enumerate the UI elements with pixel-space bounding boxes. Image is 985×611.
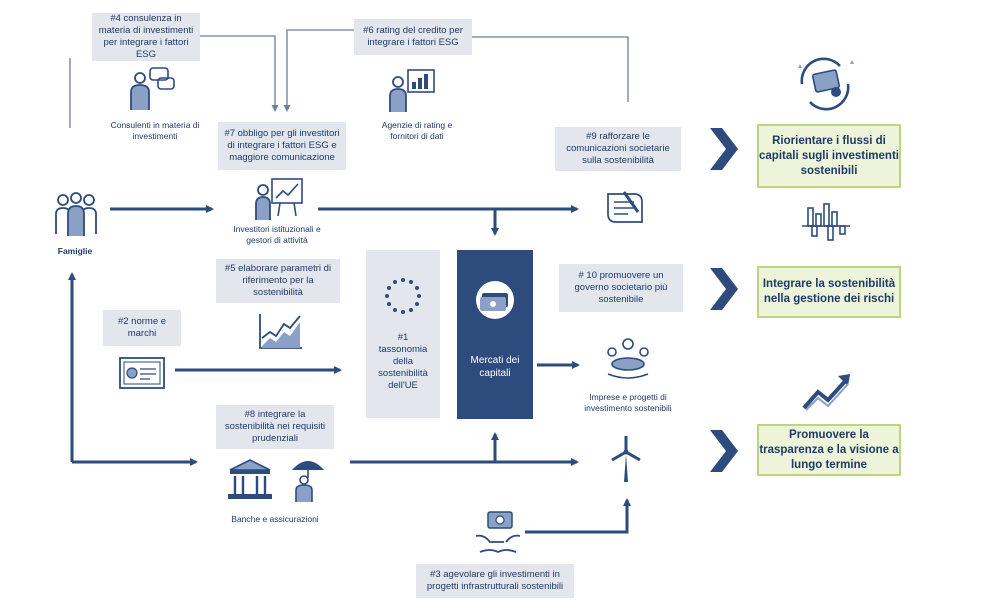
infrastructure-funding-icon bbox=[475, 511, 521, 554]
insurance-umbrella-icon bbox=[292, 461, 324, 502]
goal-promuovere: Promuovere la trasparenza e la visione a… bbox=[757, 424, 901, 476]
box-5-parametri: #5 elaborare parametri di riferimento pe… bbox=[216, 259, 340, 303]
caption-agenzie: Agenzie di rating e fornitori di dati bbox=[381, 120, 453, 141]
chevron-icon bbox=[710, 268, 738, 310]
investors-presentation-icon bbox=[255, 178, 303, 220]
goal-riorientare: Riorientare i flussi di capitali sugli i… bbox=[757, 124, 901, 188]
meeting-table-icon bbox=[607, 338, 649, 379]
box-9-comunicazioni: #9 rafforzare le comunicazioni societari… bbox=[555, 127, 681, 171]
document-signing-icon bbox=[607, 191, 643, 223]
box-2-norme: #2 norme e marchi bbox=[103, 310, 181, 346]
rating-agency-icon bbox=[389, 69, 435, 112]
caption-banche: Banche e assicurazioni bbox=[231, 514, 319, 524]
trend-up-icon bbox=[802, 374, 850, 411]
consultants-icon bbox=[130, 67, 175, 110]
box-6-rating: #6 rating del credito per integrare i fa… bbox=[354, 19, 472, 55]
caption-investitori: Investitori istituzionali e gestori di a… bbox=[233, 224, 321, 245]
chevron-icon bbox=[710, 430, 738, 472]
certificate-icon bbox=[119, 357, 165, 389]
wind-turbine-icon bbox=[611, 436, 641, 482]
bar-chart-icon bbox=[802, 203, 850, 241]
box-10-governo: # 10 promuovere un governo societario pi… bbox=[559, 264, 683, 312]
caption-famiglie: Famiglie bbox=[57, 246, 93, 256]
caption-consulenti: Consulenti in materia di investimenti bbox=[110, 120, 200, 141]
box-3-infrastrutture: #3 agevolare gli investimenti in progett… bbox=[416, 564, 574, 598]
goal-integrare: Integrare la sostenibilità nella gestion… bbox=[757, 266, 901, 318]
capital-markets-block: Mercati dei capitali bbox=[457, 250, 533, 419]
caption-imprese: Imprese e progetti di investimento soste… bbox=[584, 392, 672, 413]
chevron-icon bbox=[710, 128, 738, 170]
families-icon bbox=[55, 192, 97, 236]
box-1-label: #1 tassonomia della sostenibilità dell'U… bbox=[378, 332, 428, 391]
bank-building-icon bbox=[228, 459, 272, 499]
eu-stars-icon bbox=[385, 278, 421, 314]
benchmark-chart-icon bbox=[259, 314, 302, 349]
box-4-consulenza: #4 consulenza in materia di investimenti… bbox=[92, 13, 200, 61]
box-7-obbligo: #7 obbligo per gli investitori di integr… bbox=[218, 122, 346, 170]
box-1-tassonomia: #1 tassonomia della sostenibilità dell'U… bbox=[366, 250, 440, 418]
money-stack-icon bbox=[476, 281, 514, 319]
capital-markets-label: Mercati dei capitali bbox=[470, 355, 520, 379]
recycle-money-icon bbox=[798, 57, 854, 111]
box-8-prudenziali: #8 integrare la sostenibilità nei requis… bbox=[216, 405, 334, 449]
